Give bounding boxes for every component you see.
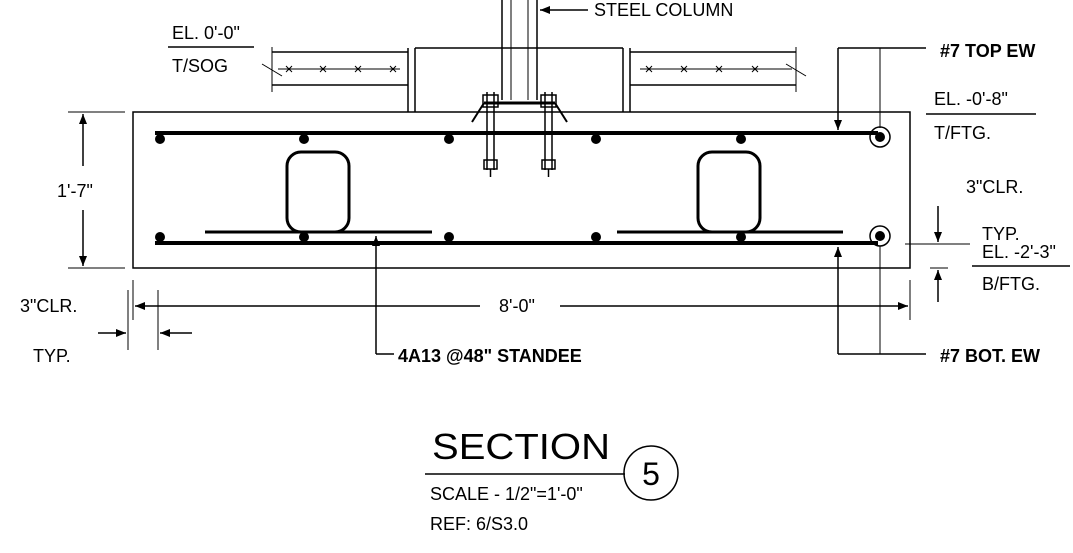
width-label: 8'-0"	[499, 296, 535, 316]
bottom-bar-label: #7 BOT. EW	[940, 346, 1040, 366]
steel-column-label: STEEL COLUMN	[594, 0, 733, 20]
top-bar-label: #7 TOP EW	[940, 41, 1035, 61]
b-ftg-label: B/FTG.	[982, 274, 1040, 294]
typ-right-label: TYP.	[982, 224, 1020, 244]
el-bot-ftg-label: EL. -2'-3"	[982, 242, 1056, 262]
footing-outline	[132, 111, 911, 269]
pier	[414, 47, 624, 112]
typ-left-label: TYP.	[33, 346, 71, 366]
clr-right-label: 3"CLR.	[966, 177, 1023, 197]
top-bar-leader: #7 TOP EW	[834, 41, 1035, 130]
clear-cover-left: 3"CLR. TYP.	[20, 290, 192, 366]
standees	[205, 150, 843, 234]
clear-cover-right: 3"CLR. TYP.	[905, 177, 1023, 302]
standee-label: 4A13 @48" STANDEE	[398, 346, 582, 366]
slab-on-grade-left	[261, 47, 409, 112]
elevation-sog: EL. 0'-0" T/SOG	[168, 23, 254, 76]
steel-column	[501, 0, 538, 100]
standee-leader: 4A13 @48" STANDEE	[372, 236, 582, 366]
t-sog-label: T/SOG	[172, 56, 228, 76]
rebar-dots	[155, 134, 746, 242]
rebar-mats	[155, 126, 891, 247]
base-plate-anchor-bolts	[471, 92, 568, 177]
elevation-bottom-footing: EL. -2'-3" B/FTG.	[972, 242, 1070, 294]
width-dimension: 8'-0"	[132, 280, 911, 320]
depth-dimension: 1'-7"	[57, 111, 125, 269]
section-number: 5	[642, 456, 660, 492]
scale-label: SCALE - 1/2"=1'-0"	[430, 484, 583, 504]
section-number-circle	[623, 445, 679, 501]
section-title-text: SECTION	[432, 426, 610, 467]
bottom-bar-leader: #7 BOT. EW	[834, 246, 1040, 366]
elevation-top-footing: EL. -0'-8" T/FTG.	[926, 89, 1036, 143]
slab-on-grade-right	[629, 47, 807, 112]
clr-left-label: 3"CLR.	[20, 296, 77, 316]
ref-label: REF: 6/S3.0	[430, 514, 528, 534]
section-title: SECTION 5 SCALE - 1/2"=1'-0" REF: 6/S3.0	[425, 426, 679, 534]
t-ftg-label: T/FTG.	[934, 123, 991, 143]
el-sog-label: EL. 0'-0"	[172, 23, 240, 43]
el-top-ftg-label: EL. -0'-8"	[934, 89, 1008, 109]
steel-column-leader: STEEL COLUMN	[540, 0, 733, 20]
depth-label: 1'-7"	[57, 181, 93, 201]
